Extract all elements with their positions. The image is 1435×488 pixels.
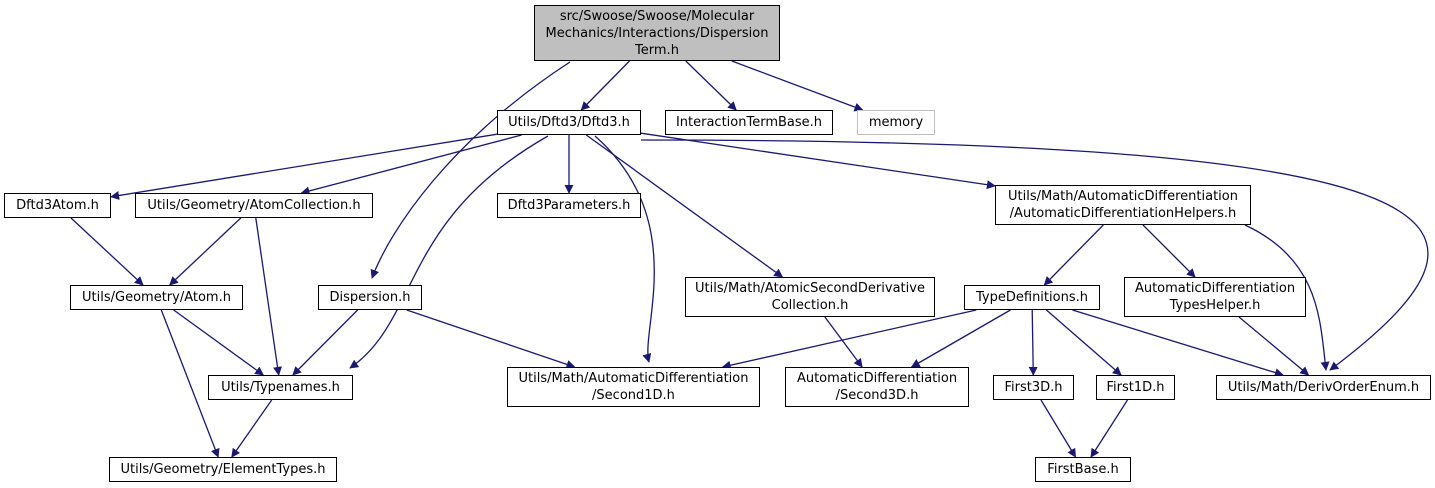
- edge-root-to-dispersion: [370, 61, 571, 279]
- node-types-helper[interactable]: AutomaticDifferentiation TypesHelper.h: [1124, 277, 1306, 317]
- node-root: src/Swoose/Swoose/Molecular Mechanics/In…: [534, 5, 780, 61]
- node-dftd3-atom[interactable]: Dftd3Atom.h: [4, 193, 111, 218]
- edge-root-to-dftd3: [580, 60, 630, 111]
- node-atomic-second-derivative[interactable]: Utils/Math/AtomicSecondDerivative Collec…: [685, 277, 935, 317]
- edge-adhelpers-to-derivorder: [1244, 224, 1330, 371]
- edge-typeshelper-to-derivorder: [1238, 316, 1310, 376]
- node-ad-helpers[interactable]: Utils/Math/AutomaticDifferentiation /Aut…: [995, 185, 1251, 225]
- node-element-types[interactable]: Utils/Geometry/ElementTypes.h: [109, 457, 337, 482]
- edge-first3d-to-firstbase: [1040, 399, 1077, 458]
- edge-atomicsecond-to-second3d: [824, 316, 863, 368]
- edge-dftd3-to-adhelpers: [640, 132, 996, 190]
- node-dispersion[interactable]: Dispersion.h: [318, 285, 422, 310]
- node-atom-collection[interactable]: Utils/Geometry/AtomCollection.h: [135, 193, 373, 218]
- edge-dftd3-to-typenames: [349, 135, 549, 369]
- edge-atomcoll-to-atom: [169, 217, 242, 286]
- edge-atom-to-typenames: [173, 309, 265, 376]
- node-type-definitions[interactable]: TypeDefinitions.h: [964, 285, 1100, 310]
- edge-typenames-to-elementtypes: [231, 399, 273, 458]
- edge-atomcoll-to-typenames: [255, 217, 282, 376]
- node-typenames[interactable]: Utils/Typenames.h: [208, 375, 353, 400]
- node-atom[interactable]: Utils/Geometry/Atom.h: [70, 285, 243, 310]
- node-first1d[interactable]: First1D.h: [1096, 375, 1175, 400]
- edge-atom-to-elementtypes: [160, 309, 220, 458]
- edge-dftd3atom-to-atom: [70, 217, 144, 286]
- edge-typedefs-to-derivorder: [1072, 309, 1284, 377]
- node-first3d[interactable]: First3D.h: [993, 375, 1074, 400]
- edge-first1d-to-firstbase: [1090, 399, 1129, 458]
- node-first-base[interactable]: FirstBase.h: [1035, 457, 1131, 482]
- edge-typedefs-to-second3d: [910, 309, 1011, 368]
- node-memory: memory: [857, 110, 935, 135]
- edge-dftd3-to-derivorder: [640, 139, 1429, 371]
- edge-adhelpers-to-typedefs: [1043, 224, 1104, 286]
- node-interaction-term-base[interactable]: InteractionTermBase.h: [665, 110, 833, 135]
- edge-adhelpers-to-typeshelper: [1142, 224, 1196, 278]
- edge-dftd3-to-atomicsecond: [585, 134, 784, 278]
- edge-dispersion-to-typenames: [292, 309, 359, 376]
- edge-typedefs-to-first3d: [1028, 309, 1038, 376]
- edge-dftd3-to-atomcoll: [300, 134, 522, 196]
- edge-dftd3-to-dftd3atom: [110, 133, 498, 200]
- edge-dispersion-to-second1d: [406, 309, 576, 369]
- edge-typedefs-to-first1d: [1045, 309, 1122, 376]
- edge-root-to-interaction: [685, 60, 737, 111]
- node-deriv-order-enum[interactable]: Utils/Math/DerivOrderEnum.h: [1216, 375, 1431, 400]
- edge-dftd3-to-second1d: [594, 135, 655, 363]
- node-dftd3[interactable]: Utils/Dftd3/Dftd3.h: [497, 110, 641, 135]
- edge-root-to-memory: [731, 60, 864, 112]
- node-second1d[interactable]: Utils/Math/AutomaticDifferentiation /Sec…: [507, 367, 760, 407]
- node-dftd3-parameters[interactable]: Dftd3Parameters.h: [497, 193, 641, 218]
- edge-typedefs-to-second1d: [721, 309, 977, 370]
- node-second3d[interactable]: AutomaticDifferentiation /Second3D.h: [785, 367, 969, 407]
